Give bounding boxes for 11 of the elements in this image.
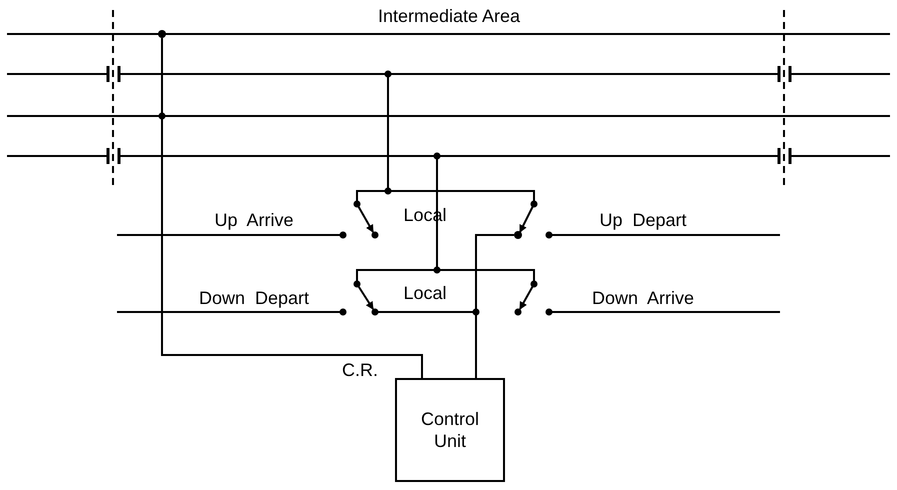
- wire: [475, 234, 514, 378]
- box-label: Control Unit: [420, 408, 480, 452]
- wire-label: C.R.: [342, 361, 378, 379]
- switch-label: Up Arrive: [214, 211, 294, 229]
- switch-label: Down Arrive: [592, 289, 694, 307]
- switch-label: Down Depart: [198, 289, 310, 307]
- area-label: Intermediate Area: [378, 7, 520, 25]
- switch-label: Up Depart: [599, 211, 687, 229]
- control-box: [395, 378, 505, 482]
- wire: [161, 38, 423, 378]
- switch-label: Local: [403, 284, 447, 302]
